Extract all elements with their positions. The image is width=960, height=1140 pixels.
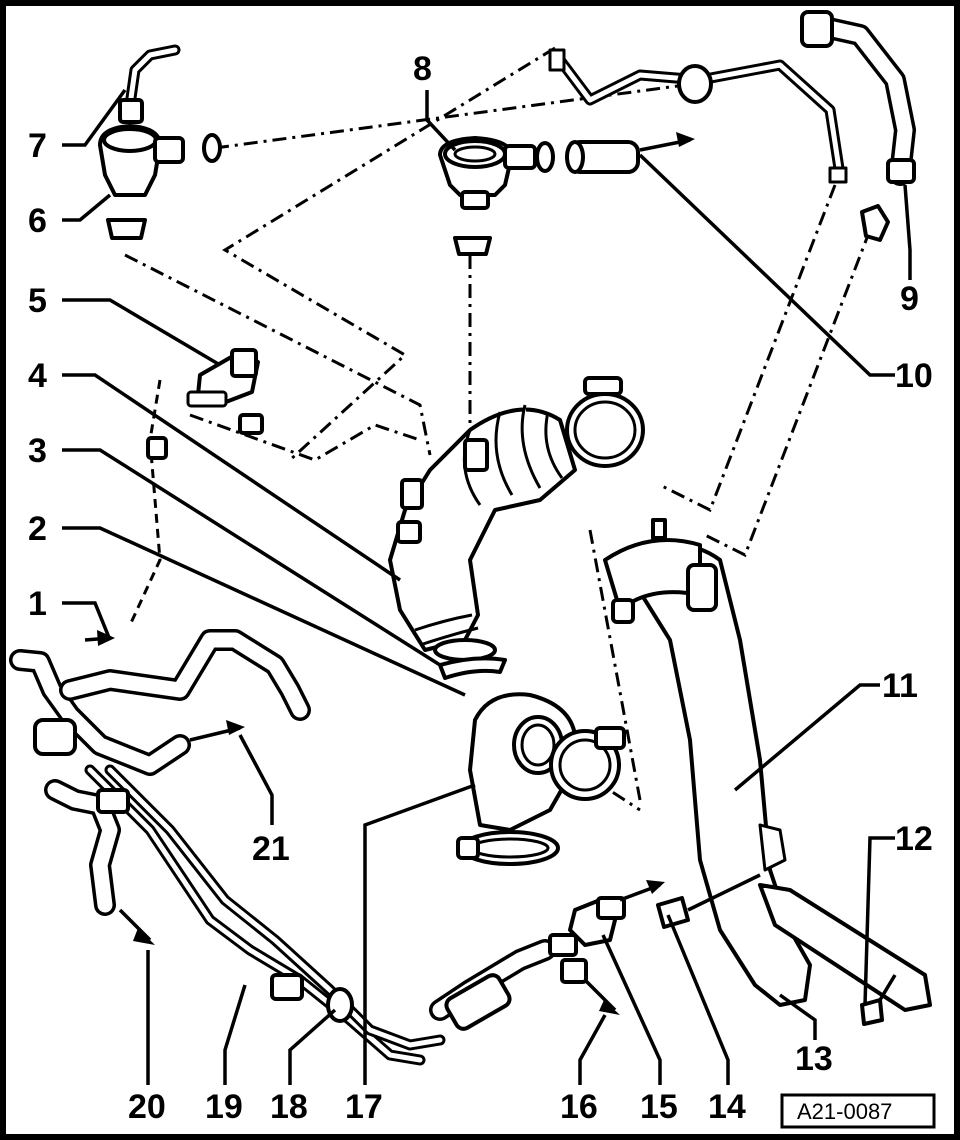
hose-21 [9, 629, 311, 776]
callout-19: 19 [205, 1088, 243, 1126]
callout-4: 4 [28, 357, 47, 395]
callout-16: 16 [560, 1088, 598, 1126]
callout-1: 1 [28, 585, 47, 623]
callout-3: 3 [28, 432, 47, 470]
part-11-duct [603, 518, 932, 1012]
callout-6: 6 [28, 202, 47, 240]
part-10-tube [565, 132, 695, 174]
hose-19-20 [44, 764, 556, 1066]
reference-code-box: A21-0087 [780, 1093, 936, 1129]
part-4-intake-hose [388, 404, 577, 662]
callout-9: 9 [900, 280, 919, 318]
part-14-screw [656, 873, 761, 929]
callout-20: 20 [128, 1088, 166, 1126]
callout-11: 11 [882, 667, 918, 705]
callout-10: 10 [895, 357, 933, 395]
hose-9 [548, 10, 916, 242]
assembly-guide-lines [124, 46, 872, 812]
part-6-7-valve [98, 44, 222, 240]
callout-5: 5 [28, 282, 47, 320]
part-12-screw [860, 974, 897, 1026]
callout-leader-lines [62, 88, 912, 1085]
callout-13: 13 [795, 1040, 833, 1078]
callout-12: 12 [895, 820, 933, 858]
callout-18: 18 [270, 1088, 308, 1126]
callout-7: 7 [28, 127, 47, 165]
callout-15: 15 [640, 1088, 678, 1126]
hose-clamp-upper [565, 376, 645, 468]
callout-labels: 7 6 5 4 3 2 1 8 9 10 11 12 13 14 15 16 1… [28, 50, 933, 1126]
part-8-valve-housing [438, 136, 555, 256]
callout-2: 2 [28, 510, 47, 548]
hose-clamps-lower [438, 656, 626, 866]
callout-21: 21 [252, 830, 290, 868]
callout-14: 14 [708, 1088, 746, 1126]
callout-17: 17 [345, 1088, 383, 1126]
callout-8: 8 [413, 50, 432, 88]
flow-arrows [84, 630, 245, 945]
reference-code: A21-0087 [797, 1099, 892, 1124]
part-5-valve [146, 348, 264, 460]
parts-15-16-connectors [548, 880, 665, 1015]
